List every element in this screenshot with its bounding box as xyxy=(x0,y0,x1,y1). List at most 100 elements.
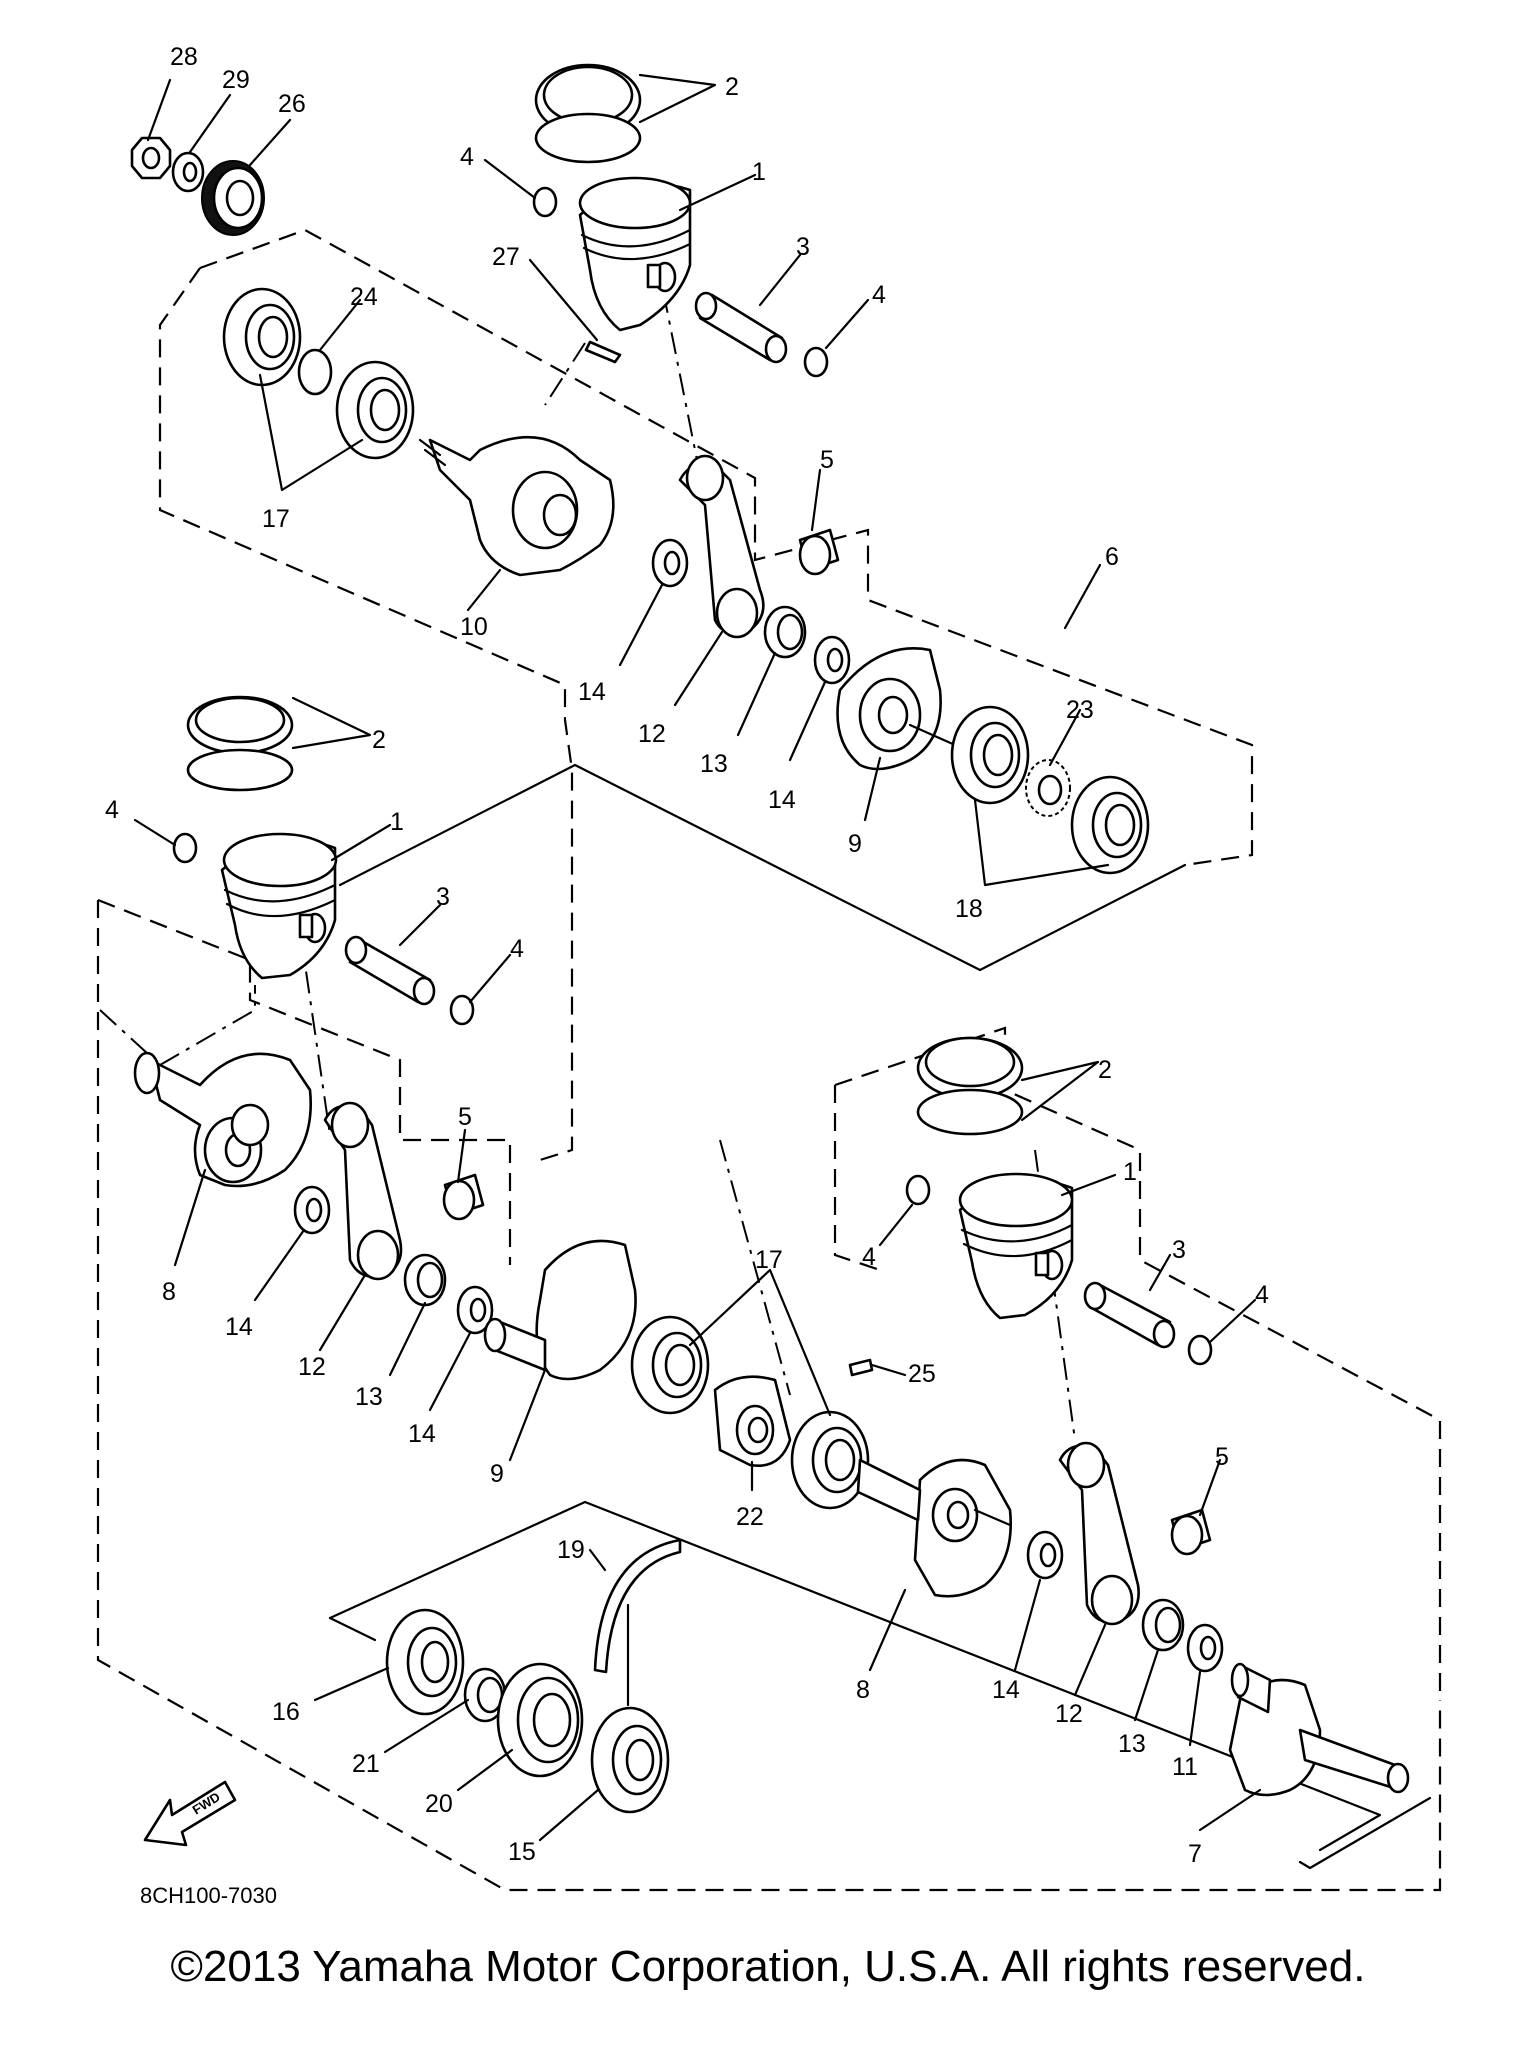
needle-bearing-5-right xyxy=(1170,1508,1212,1556)
callout-1-right: 1 xyxy=(1123,1158,1137,1186)
callout-22: 22 xyxy=(736,1503,764,1531)
circlip-4-right-right xyxy=(1187,1334,1213,1366)
nut-28 xyxy=(130,136,172,180)
callout-14-right: 14 xyxy=(992,1676,1020,1704)
bearings-17-upper xyxy=(222,287,415,460)
piston-rings-2-top xyxy=(534,63,642,164)
piston-pin-3-top xyxy=(694,291,788,364)
callout-2-middle: 2 xyxy=(372,726,386,754)
oil-seal-20 xyxy=(496,1662,584,1778)
connecting-rod-12-middle xyxy=(323,1101,403,1281)
piston-rings-2-right xyxy=(916,1036,1024,1136)
callout-12-top: 12 xyxy=(638,720,666,748)
callout-10: 10 xyxy=(460,613,488,641)
piston-1-middle xyxy=(220,832,338,980)
circlip-4-upper-right xyxy=(803,346,829,378)
callout-13-top: 13 xyxy=(700,750,728,778)
callout-9-top: 9 xyxy=(848,830,862,858)
connecting-rod-12-right xyxy=(1058,1441,1140,1626)
upper-assembly-parts xyxy=(130,63,1150,875)
callout-25: 25 xyxy=(908,1360,936,1388)
callout-7: 7 xyxy=(1188,1840,1202,1868)
callout-labels: 28 29 26 2 4 1 3 4 27 24 17 10 5 6 14 12… xyxy=(105,43,1269,1868)
piston-1-top xyxy=(578,176,692,332)
callout-8-right: 8 xyxy=(856,1676,870,1704)
circlip-19 xyxy=(593,1538,682,1674)
middle-left-assembly-parts xyxy=(133,695,874,1510)
callout-11: 11 xyxy=(1172,1753,1198,1781)
bearings-18 xyxy=(950,705,1150,875)
callout-21: 21 xyxy=(352,1750,380,1778)
bearing-16 xyxy=(385,1608,465,1716)
crank-web-8-right xyxy=(856,1458,1012,1598)
callout-6: 6 xyxy=(1105,543,1119,571)
callout-3-middle: 3 xyxy=(436,883,450,911)
woodruff-key-27 xyxy=(584,340,622,364)
diagram-code: 8CH100-7030 xyxy=(140,1883,277,1908)
fwd-arrow-icon: FWD xyxy=(143,1780,237,1847)
callout-8-left: 8 xyxy=(162,1278,176,1306)
piston-pin-3-right xyxy=(1083,1281,1176,1349)
callout-4-middle-right: 4 xyxy=(510,935,524,963)
callout-17-top: 17 xyxy=(262,505,290,533)
callout-5-right: 5 xyxy=(1215,1443,1229,1471)
callout-1-middle: 1 xyxy=(390,808,404,836)
thrust-washer-14-right xyxy=(1026,1530,1064,1580)
callout-9-middle: 9 xyxy=(490,1460,504,1488)
callout-14-middle-b: 14 xyxy=(408,1420,436,1448)
lower-assembly-parts xyxy=(385,1538,682,1814)
crank-web-9-upper xyxy=(836,647,957,771)
callout-5-middle: 5 xyxy=(458,1103,472,1131)
callout-14-middle-a: 14 xyxy=(225,1313,253,1341)
labyrinth-collar-22 xyxy=(713,1375,792,1468)
callout-3-right: 3 xyxy=(1172,1236,1186,1264)
callout-4-top-right: 4 xyxy=(872,281,886,309)
crank-web-10 xyxy=(418,435,615,577)
callout-12-middle: 12 xyxy=(298,1353,326,1381)
callout-2-right: 2 xyxy=(1098,1056,1112,1084)
thrust-washer-14-upper-b xyxy=(813,635,851,685)
needle-bearing-13-upper xyxy=(763,605,807,659)
thrust-washer-11 xyxy=(1186,1623,1224,1673)
oil-seal-26 xyxy=(201,160,265,236)
callout-14-top-a: 14 xyxy=(578,678,606,706)
copyright-notice: ©2013 Yamaha Motor Corporation, U.S.A. A… xyxy=(170,1942,1366,1991)
callout-2-top: 2 xyxy=(725,73,739,101)
callout-14-top-b: 14 xyxy=(768,786,796,814)
bearings-17-middle xyxy=(630,1315,870,1510)
gear-23 xyxy=(1025,759,1071,817)
callout-18: 18 xyxy=(955,895,983,923)
bearing-15 xyxy=(590,1706,670,1814)
callout-4-top-left: 4 xyxy=(460,143,474,171)
leader-lines xyxy=(133,73,1262,1842)
thrust-washer-14-middle-a xyxy=(293,1185,331,1235)
needle-bearing-13-right xyxy=(1141,1598,1185,1652)
crank-web-9-middle xyxy=(483,1239,637,1381)
callout-23: 23 xyxy=(1066,696,1094,724)
callout-19: 19 xyxy=(557,1536,585,1564)
callout-15: 15 xyxy=(508,1838,536,1866)
circlip-4-right-left xyxy=(905,1174,931,1206)
circlip-4-middle-left xyxy=(172,832,198,864)
callout-27: 27 xyxy=(492,243,520,271)
callout-29: 29 xyxy=(222,66,250,94)
piston-1-right xyxy=(958,1172,1074,1320)
callout-12-right: 12 xyxy=(1055,1700,1083,1728)
callout-4-right-left: 4 xyxy=(862,1243,876,1271)
callout-17-middle: 17 xyxy=(755,1246,783,1274)
callout-13-middle: 13 xyxy=(355,1383,383,1411)
crankshaft-piston-exploded-diagram: FWD 28 29 26 2 4 1 3 4 27 24 17 10 5 6 1… xyxy=(96,43,1442,1908)
connecting-rod-12-upper xyxy=(678,454,765,639)
callout-5-top: 5 xyxy=(820,446,834,474)
callout-28: 28 xyxy=(170,43,198,71)
circlip-4-middle-right xyxy=(449,994,475,1026)
crank-web-7 xyxy=(1228,1662,1410,1797)
callout-13-right: 13 xyxy=(1118,1730,1146,1758)
piston-pin-3-middle xyxy=(344,935,436,1006)
callout-1-top: 1 xyxy=(752,158,766,186)
needle-bearing-5-middle xyxy=(442,1173,485,1221)
right-assembly-parts xyxy=(856,1036,1410,1797)
callout-20: 20 xyxy=(425,1790,453,1818)
callout-4-middle-left: 4 xyxy=(105,796,119,824)
circlip-4-upper-left xyxy=(532,186,558,218)
